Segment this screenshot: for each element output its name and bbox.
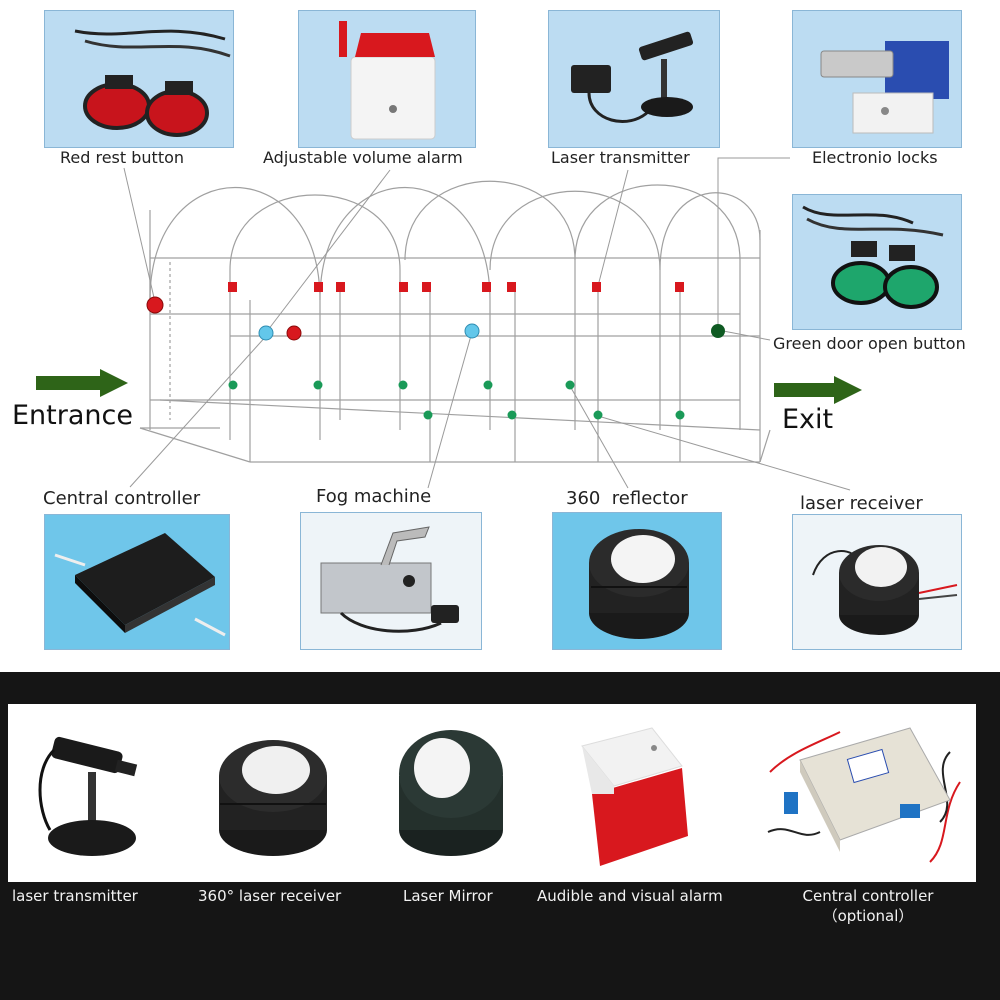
central-controller-optional-note: （optional）: [822, 907, 914, 925]
central-controller-marker: [258, 325, 274, 341]
central-controller-photo: [44, 514, 230, 650]
laser-transmitter-product-icon: [38, 736, 138, 856]
fog-machine-marker: [464, 323, 480, 339]
frame-structure: [139, 180, 771, 463]
label-green-door-open-button: Green door open button: [773, 334, 966, 353]
product-label-central-controller: Central controller （optional）: [786, 887, 950, 926]
reflector-markers: [228, 380, 685, 420]
product-label-laser-transmitter: laser transmitter: [12, 887, 138, 905]
reflector-photo: [552, 512, 722, 650]
red-button-icon: [45, 11, 233, 147]
lock-icon: [793, 11, 961, 147]
entrance-arrow: [36, 369, 128, 397]
green-button-icon: [793, 195, 961, 329]
laser-receiver-photo: [792, 514, 962, 650]
fog-machine-icon: [301, 513, 481, 649]
product-label-laser-mirror: Laser Mirror: [403, 887, 493, 905]
laser-receiver-product-icon: [219, 740, 327, 856]
alarm-marker: [286, 325, 302, 341]
laser-mirror-product-icon: [399, 730, 503, 856]
red-rest-button-photo: [44, 10, 234, 148]
label-central-controller: Central controller: [43, 488, 201, 509]
label-red-rest-button: Red rest button: [60, 148, 185, 167]
central-controller-title: Central controller: [802, 887, 934, 905]
electronic-lock-photo: [792, 10, 962, 148]
exit-label: Exit: [782, 404, 834, 435]
maze-diagram: [36, 157, 862, 491]
red-rest-button-marker: [146, 296, 164, 314]
label-adjustable-volume-alarm: Adjustable volume alarm: [263, 148, 463, 167]
alarm-photo: [298, 10, 476, 148]
label-electronic-locks: Electronio locks: [812, 148, 938, 167]
label-fog-machine: Fog machine: [316, 486, 432, 507]
label-laser-receiver: laser receiver: [800, 493, 923, 514]
green-door-button-marker: [711, 324, 725, 338]
fog-machine-photo: [300, 512, 482, 650]
laser-transmitter-photo: [548, 10, 720, 148]
product-label-360-laser-receiver: 360° laser receiver: [198, 887, 342, 905]
label-360-reflector: 360 reflector: [566, 488, 688, 509]
label-laser-transmitter: Laser transmitter: [551, 148, 690, 167]
exit-arrow: [774, 376, 862, 404]
central-controller-product-icon: [767, 727, 961, 863]
receiver-icon: [793, 515, 961, 649]
product-label-audible-visual-alarm: Audible and visual alarm: [537, 887, 723, 905]
laser-transmitter-icon: [549, 11, 719, 147]
entrance-label: Entrance: [12, 400, 133, 431]
laser-transmitter-markers: [228, 282, 684, 292]
leader-lines: [123, 157, 851, 491]
green-door-button-photo: [792, 194, 962, 330]
controller-box-icon: [45, 515, 229, 649]
alarm-icon: [299, 11, 475, 147]
alarm-product-icon: [581, 727, 688, 866]
reflector-icon: [553, 513, 721, 649]
